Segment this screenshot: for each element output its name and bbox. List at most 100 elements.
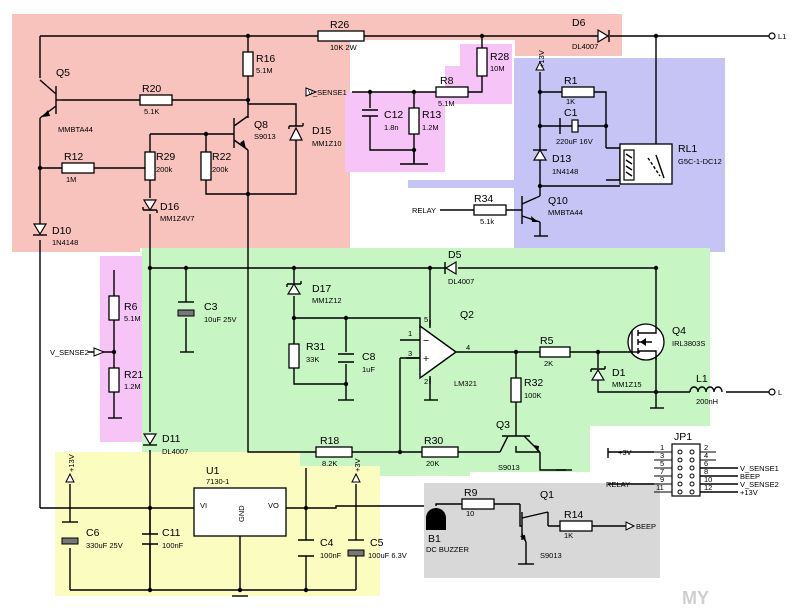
- jp1-ref: JP1: [674, 431, 692, 443]
- c4-val: 100nF: [320, 551, 342, 560]
- resistors: [61, 30, 595, 532]
- jp1-right-label-13v: +13V: [740, 488, 758, 497]
- c11-ref: C11: [162, 527, 181, 539]
- r22-body: [200, 151, 212, 181]
- d17-symbol: [286, 281, 302, 295]
- r9-val: 10: [466, 509, 474, 518]
- jp1-pin-6: 6: [704, 459, 708, 468]
- r14-body: [559, 520, 593, 532]
- l1-val: 200nH: [696, 397, 718, 406]
- opamp-pin-4: 4: [466, 343, 470, 352]
- q2-val: LM321: [454, 379, 477, 388]
- q8-val: S9013: [254, 132, 276, 141]
- r30-ref: R30: [424, 435, 443, 447]
- r28-body: [476, 47, 488, 77]
- d17-val: MM1Z12: [312, 296, 342, 305]
- d11-symbol: [142, 433, 158, 446]
- d13-val: 1N4148: [552, 167, 578, 176]
- r28-ref: R28: [490, 51, 509, 63]
- ground-symbols: [108, 150, 664, 597]
- d5-val: DL4007: [448, 277, 474, 286]
- jp1-pin-12: 12: [704, 483, 712, 492]
- diodes: [32, 28, 610, 446]
- r29-val: 200k: [156, 165, 173, 174]
- d1-symbol: [590, 366, 606, 381]
- r32-ref: R32: [524, 377, 543, 389]
- c5-ref: C5: [370, 537, 384, 549]
- b1-ref: B1: [428, 533, 441, 545]
- blue-zone: [408, 58, 725, 252]
- d6-val: DL4007: [572, 42, 598, 51]
- jp1-left-label-relay: RELAY: [606, 480, 630, 489]
- u1-ref: U1: [206, 465, 220, 477]
- c5-symbol: [347, 539, 365, 557]
- q1-ref: Q1: [540, 489, 554, 501]
- c1-val: 220uF 16V: [556, 137, 593, 146]
- r34-ref: R34: [474, 193, 493, 205]
- r31-val: 33K: [306, 355, 319, 364]
- net-13v-top: +13V: [537, 50, 546, 68]
- c6-val: 330uF 25V: [86, 541, 123, 550]
- r13-ref: R13: [422, 109, 441, 121]
- c3-ref: C3: [204, 301, 218, 313]
- d15-val: MM1Z10: [312, 139, 342, 148]
- q10-symbol: [521, 195, 541, 224]
- q8-symbol: [230, 115, 249, 151]
- jp1-pin-2: 2: [704, 443, 708, 452]
- d16-ref: D16: [160, 201, 179, 213]
- r26-val: 10K 2W: [330, 43, 358, 52]
- r14-val: 1K: [564, 531, 573, 540]
- r34-val: 5.1k: [480, 217, 494, 226]
- component-labels: Q5 MMBTA44 R26 10K 2W D6 DL4007 R16 5.1M…: [52, 17, 722, 560]
- terminals: [768, 32, 776, 396]
- r20-val: 5.1K: [144, 107, 159, 116]
- r18-ref: R18: [320, 435, 339, 447]
- rl1-ref: RL1: [678, 143, 697, 155]
- q10-ref: Q10: [548, 195, 568, 207]
- jp1-right-label-vsense2: V_SENSE2: [740, 480, 779, 489]
- r32-val: 100K: [524, 391, 542, 400]
- jp1-right-label-vsense1: V_SENSE1: [740, 464, 779, 473]
- d5-ref: D5: [448, 249, 462, 261]
- c4-symbol: [298, 539, 314, 557]
- r8-ref: R8: [440, 75, 454, 87]
- purple-zone-sense1: [345, 44, 512, 172]
- d5-symbol: [444, 260, 457, 276]
- r16-val: 5.1M: [256, 66, 273, 75]
- d13-symbol: [532, 148, 548, 161]
- c12-val: 1.8n: [384, 123, 399, 132]
- r21-ref: R21: [124, 369, 143, 381]
- terminal-l1-icon: [768, 32, 776, 40]
- r26-ref: R26: [330, 19, 349, 31]
- r22-ref: R22: [212, 151, 231, 163]
- r28-val: 10M: [490, 64, 505, 73]
- d6-ref: D6: [572, 17, 586, 29]
- opamp-pin-1: 1: [408, 329, 412, 338]
- connector-jp1: [654, 443, 716, 497]
- q1-val: S9013: [540, 551, 562, 560]
- r9-body: [461, 498, 495, 510]
- r20-ref: R20: [142, 83, 161, 95]
- rl1-val: G5C-1-DC12: [678, 157, 722, 166]
- d11-val: DL4007: [162, 447, 188, 456]
- purple-zone-sense2: [100, 256, 142, 442]
- c3-symbol: [177, 300, 195, 317]
- r29-ref: R29: [156, 151, 175, 163]
- opamp-pin-2: 2: [424, 377, 428, 386]
- net-v-sense1: V_SENSE1: [308, 88, 347, 97]
- c12-ref: C12: [384, 109, 403, 121]
- opamp-plus: +: [423, 353, 429, 365]
- r12-val: 1M: [66, 175, 76, 184]
- b1-val: DC BUZZER: [426, 545, 470, 554]
- net-labels: L1 L V_SENSE1 V_SENSE2 RELAY BEEP +13V +…: [50, 32, 786, 531]
- u1-pin-vo: VO: [268, 501, 279, 510]
- u1-val: 7130-1: [206, 477, 229, 486]
- u1-pin-gnd: GND: [237, 505, 246, 522]
- r13-val: 1.2M: [422, 123, 439, 132]
- relay-rl1: [619, 143, 673, 185]
- jp1-pin-4: 4: [704, 451, 708, 460]
- r31-ref: R31: [306, 341, 325, 353]
- jp1-pin-5: 5: [660, 459, 664, 468]
